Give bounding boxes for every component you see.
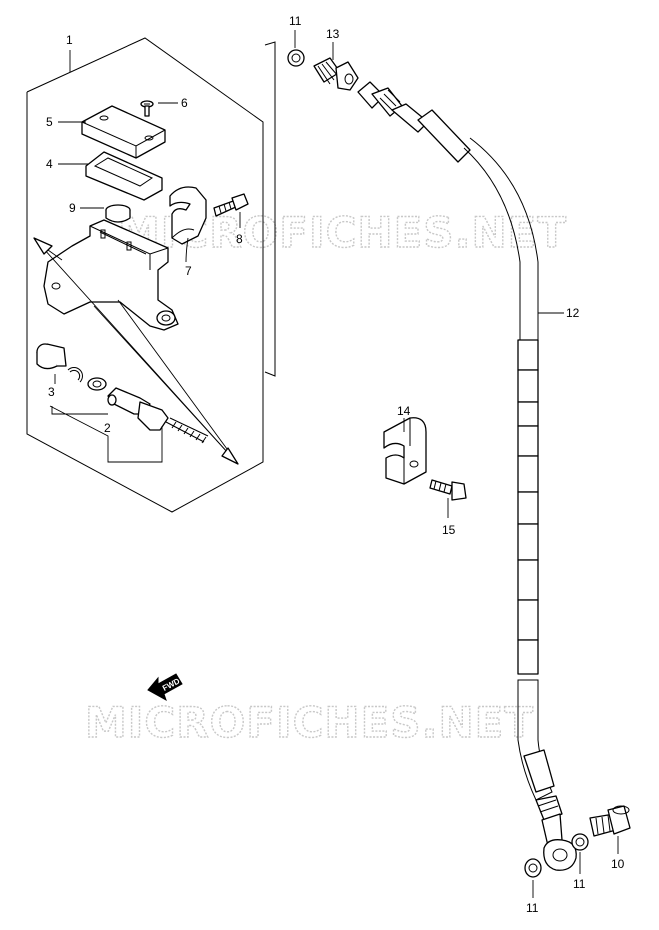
explosion-guide-lines bbox=[33, 237, 239, 465]
callout-1: 1 bbox=[66, 33, 73, 47]
brake-hose bbox=[357, 81, 577, 871]
callout-4: 4 bbox=[46, 157, 53, 171]
reservoir-boot bbox=[80, 204, 131, 223]
piston-and-spring bbox=[107, 387, 209, 444]
handlebar-clamp bbox=[169, 186, 207, 263]
callout-3: 3 bbox=[48, 385, 55, 399]
hose-union-fitting bbox=[313, 42, 359, 91]
hose-segment bbox=[517, 339, 539, 371]
master-cylinder-body bbox=[43, 219, 179, 331]
callout-15: 15 bbox=[442, 523, 456, 537]
callout-6: 6 bbox=[181, 96, 188, 110]
piston-cup bbox=[36, 343, 67, 384]
callout-9: 9 bbox=[69, 201, 76, 215]
callout-7: 7 bbox=[185, 264, 192, 278]
cap-screw bbox=[140, 100, 178, 117]
callout-11-mid: 11 bbox=[573, 877, 586, 891]
union-bolt bbox=[589, 805, 631, 854]
circlip bbox=[67, 367, 83, 383]
callout-5: 5 bbox=[46, 115, 53, 129]
clamp-bolt bbox=[213, 193, 249, 228]
callout-11-bottom: 11 bbox=[526, 901, 539, 915]
forward-direction-arrow: FWD bbox=[147, 673, 183, 702]
callout-8: 8 bbox=[236, 232, 243, 246]
callout-10: 10 bbox=[611, 857, 625, 871]
callout-2: 2 bbox=[104, 421, 111, 435]
diaphragm bbox=[58, 151, 163, 201]
callout-13: 13 bbox=[326, 27, 340, 41]
hose-guide-clamp bbox=[383, 417, 427, 485]
banjo-washer-bottom bbox=[524, 858, 542, 898]
guide-bolt bbox=[429, 479, 467, 518]
callout-12: 12 bbox=[566, 306, 580, 320]
reservoir-cap bbox=[58, 105, 166, 159]
banjo-washer-top bbox=[287, 30, 305, 67]
watermark-bottom: MICROFICHES.NET bbox=[85, 698, 534, 747]
washer bbox=[87, 377, 107, 391]
callout-11-top: 11 bbox=[289, 14, 302, 28]
banjo-washer-middle bbox=[571, 833, 589, 874]
master-cylinder-assembly-box bbox=[26, 37, 264, 513]
callout-14: 14 bbox=[397, 404, 411, 418]
